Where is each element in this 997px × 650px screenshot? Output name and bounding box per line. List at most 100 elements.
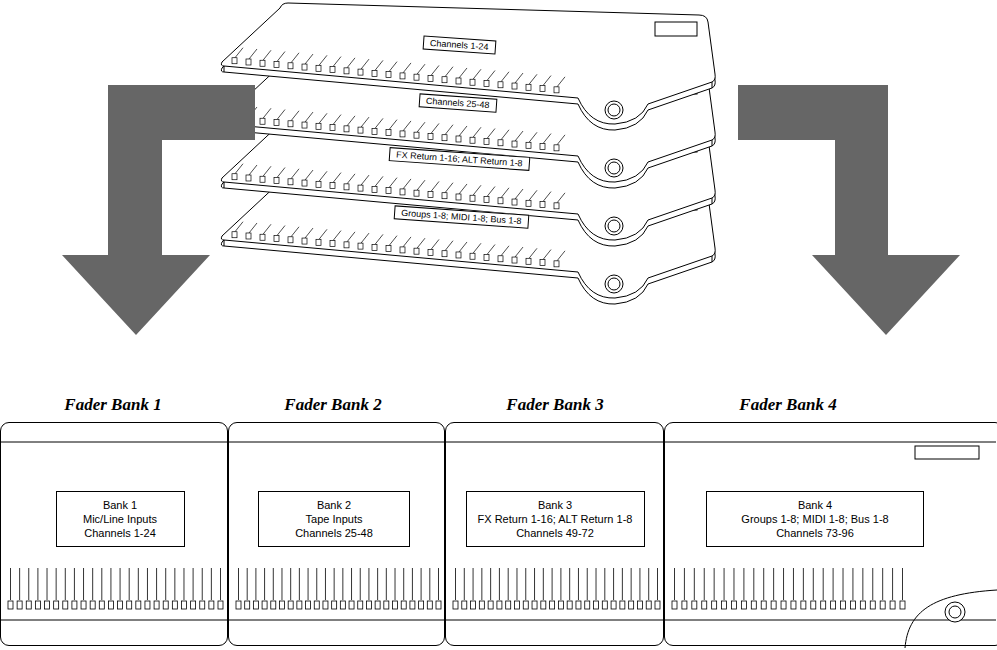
fader-cap — [17, 601, 22, 609]
fader-cap — [512, 141, 517, 147]
fader-track — [464, 568, 465, 600]
fader-cap — [512, 83, 517, 89]
fader-track — [333, 173, 341, 183]
fader-track — [604, 568, 605, 600]
fader-cap — [372, 244, 377, 250]
fader-track — [325, 568, 326, 600]
fader-cap — [414, 132, 419, 138]
fader-track — [587, 568, 588, 600]
fader-track — [403, 568, 404, 600]
fader-cap — [8, 601, 13, 609]
fader-cap — [900, 601, 905, 609]
fader-bank-panel: Bank 3FX Return 1-16; ALT Return 1-8Chan… — [445, 395, 664, 648]
bank-text: Bank 1 — [67, 498, 174, 512]
panel-rule — [1, 442, 227, 443]
fader-track — [389, 236, 397, 246]
fader-cap — [880, 601, 885, 609]
fader-cap — [801, 601, 806, 609]
bank-heading: Fader Bank 1 — [64, 395, 161, 422]
fader-cap — [274, 120, 279, 126]
console-knob — [605, 159, 623, 177]
bank-heading: Fader Bank 4 — [739, 395, 836, 422]
fader-cap — [316, 123, 321, 129]
fader-cap — [245, 601, 250, 609]
fader-cap — [781, 601, 786, 609]
fader-cap — [246, 59, 251, 65]
fader-cap — [306, 601, 311, 609]
fader-cap — [771, 601, 776, 609]
fader-cap — [554, 203, 559, 209]
panel-rule — [665, 442, 996, 443]
fader-track — [386, 568, 387, 600]
fader-cap — [712, 601, 717, 609]
fader-track — [674, 568, 675, 600]
bank-text: Tape Inputs — [269, 512, 399, 526]
fader-track — [852, 568, 853, 600]
fader-track — [403, 179, 411, 189]
fader-track — [74, 568, 75, 600]
fader-track — [515, 73, 523, 83]
console-edge — [224, 240, 225, 246]
fader-cap — [484, 197, 489, 203]
fader-cap — [870, 601, 875, 609]
fader-cap — [751, 601, 756, 609]
fader-cap — [274, 178, 279, 184]
fader-cap — [498, 198, 503, 204]
fader-track — [249, 223, 257, 233]
fader-cap — [540, 202, 545, 208]
fader-track — [156, 568, 157, 600]
fader-track — [290, 568, 291, 600]
fader-cap — [672, 601, 677, 609]
fader-track — [552, 568, 553, 600]
console-top — [221, 3, 715, 124]
fader-cap — [386, 246, 391, 252]
fader-track — [487, 187, 495, 197]
fader-cap — [386, 188, 391, 194]
fader-track — [543, 192, 551, 202]
fader-track — [833, 568, 834, 600]
fader-track — [375, 60, 383, 70]
fader-track — [403, 121, 411, 131]
fader-cap — [629, 601, 634, 609]
fader-cap — [611, 601, 616, 609]
fader-track — [281, 568, 282, 600]
fader-track — [319, 55, 327, 65]
fader-cap — [236, 601, 241, 609]
fader-track — [235, 222, 243, 232]
fader-track — [543, 76, 551, 86]
fader-track — [763, 568, 764, 600]
fader-cap — [288, 179, 293, 185]
console-knob — [608, 104, 620, 116]
fader-cap — [145, 601, 150, 609]
fader-track — [299, 568, 300, 600]
fader-cap — [81, 601, 86, 609]
fader-track — [249, 49, 257, 59]
fader-track — [459, 184, 467, 194]
fader-track — [529, 74, 537, 84]
fader-track — [508, 568, 509, 600]
fader-track — [333, 231, 341, 241]
fader-track — [445, 183, 453, 193]
fader-cap — [453, 601, 458, 609]
fader-cap — [419, 601, 424, 609]
fader-cap — [414, 190, 419, 196]
fader-track — [501, 188, 509, 198]
fader-track — [361, 59, 369, 69]
fader-track — [235, 48, 243, 58]
fader-track — [534, 568, 535, 600]
fader-track — [273, 568, 274, 600]
bank-text: Bank 3 — [477, 498, 634, 512]
fader-cap — [340, 601, 345, 609]
fader-track — [455, 568, 456, 600]
fader-track — [129, 568, 130, 600]
fader-cap — [332, 601, 337, 609]
fader-track — [238, 568, 239, 600]
fader-cap — [154, 601, 159, 609]
fader-track — [557, 251, 565, 261]
bank-text: Channels 73-96 — [717, 526, 913, 540]
bank-text: FX Return 1-16; ALT Return 1-8 — [477, 512, 634, 526]
fader-track — [813, 568, 814, 600]
fader-cap — [372, 128, 377, 134]
